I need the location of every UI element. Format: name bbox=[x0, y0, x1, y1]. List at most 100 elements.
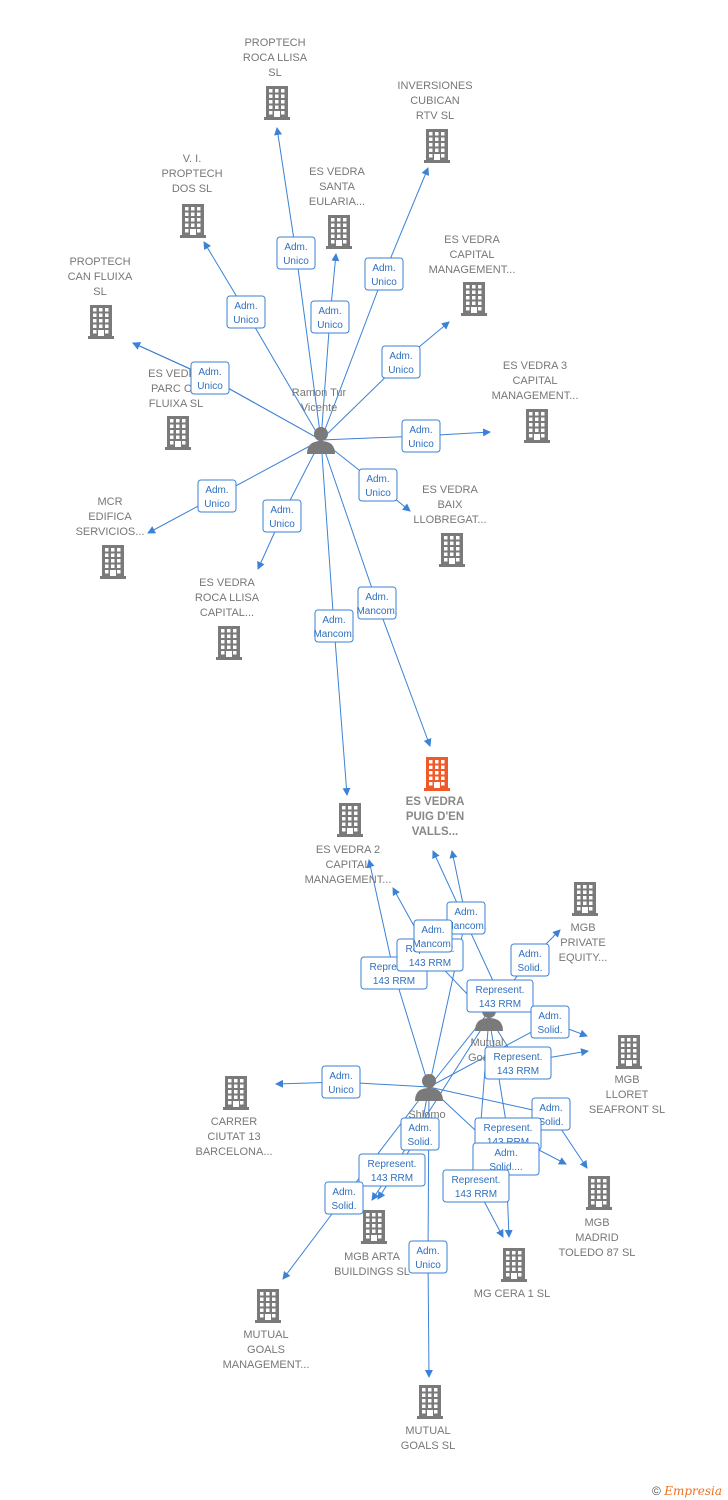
node-label: CUBICAN bbox=[410, 95, 460, 107]
building-icon bbox=[439, 533, 465, 567]
edge-label-proptech_roca[interactable]: Adm.Unico bbox=[276, 236, 316, 270]
edge-label-focal[interactable]: Adm.Mancom. bbox=[445, 901, 487, 935]
company-node-focal[interactable]: ES VEDRA PUIG D'EN VALLS... bbox=[406, 757, 465, 838]
edge-label-text: Unico bbox=[283, 256, 309, 267]
node-label: PROPTECH bbox=[244, 37, 305, 49]
edge-label-baix[interactable]: Adm.Unico bbox=[358, 468, 398, 502]
edge-label-vi_proptech[interactable]: Adm.Unico bbox=[226, 295, 266, 329]
edge-label-text: Unico bbox=[365, 488, 391, 499]
edge-label-capital_mgmt[interactable]: Adm.Unico bbox=[381, 345, 421, 379]
company-node-mcr[interactable]: MCREDIFICASERVICIOS... bbox=[76, 496, 145, 579]
node-label: PROPTECH bbox=[161, 168, 222, 180]
edge-label-mgb_private[interactable]: Adm.Solid. bbox=[510, 943, 550, 977]
edge-label-mgb_lloret[interactable]: Adm.Solid. bbox=[530, 1005, 570, 1039]
edge-label-mgb_arta[interactable]: Adm.Solid. bbox=[400, 1117, 440, 1151]
node-label: GOALS SL bbox=[401, 1440, 455, 1452]
edge-label-focal[interactable]: Represent.143 RRM bbox=[466, 979, 534, 1013]
node-label: CAPITAL bbox=[512, 375, 557, 387]
building-icon bbox=[361, 1210, 387, 1244]
edge-label-vedra3[interactable]: Adm.Unico bbox=[401, 419, 441, 453]
building-icon bbox=[616, 1035, 642, 1069]
node-label: ES VEDRA bbox=[406, 796, 465, 808]
building-icon bbox=[255, 1289, 281, 1323]
edge-label-text: Adm. bbox=[270, 505, 293, 516]
building-icon bbox=[424, 129, 450, 163]
company-node-mg_cera[interactable]: MG CERA 1 SL bbox=[474, 1248, 550, 1300]
edge-label-vedra2[interactable]: Adm.Mancom. bbox=[313, 609, 355, 643]
company-node-capital_mgmt[interactable]: ES VEDRACAPITALMANAGEMENT... bbox=[429, 234, 516, 316]
node-label: PROPTECH bbox=[69, 256, 130, 268]
edge-label-mgb_lloret[interactable]: Represent.143 RRM bbox=[484, 1046, 552, 1080]
edge-label-mutual_mgmt[interactable]: Adm.Solid. bbox=[324, 1181, 364, 1215]
brand-name: Empresia bbox=[664, 1484, 722, 1498]
building-icon bbox=[264, 86, 290, 120]
building-icon bbox=[424, 757, 450, 791]
node-label: BAIX bbox=[437, 499, 463, 511]
node-label: RTV SL bbox=[416, 110, 454, 122]
node-label: Vicente bbox=[301, 402, 338, 414]
node-label: PUIG D'EN bbox=[406, 811, 464, 823]
building-icon bbox=[337, 803, 363, 837]
building-icon bbox=[501, 1248, 527, 1282]
company-node-vedra3[interactable]: ES VEDRA 3CAPITALMANAGEMENT... bbox=[492, 360, 579, 443]
company-node-mgb_private[interactable]: MGBPRIVATEEQUITY... bbox=[559, 882, 608, 964]
company-node-santa_eularia[interactable]: ES VEDRASANTAEULARIA... bbox=[309, 166, 366, 249]
node-label: MANAGEMENT... bbox=[492, 390, 579, 402]
node-label: CAPITAL... bbox=[200, 607, 254, 619]
node-label: MCR bbox=[97, 496, 122, 508]
node-label: DOS SL bbox=[172, 183, 212, 195]
edge-label-focal[interactable]: Adm. Mancom. bbox=[356, 586, 398, 620]
node-label: VALLS... bbox=[412, 826, 458, 838]
node-label: LLORET bbox=[606, 1089, 649, 1101]
company-node-vedra2[interactable]: ES VEDRA 2CAPITALMANAGEMENT... bbox=[305, 803, 392, 886]
company-node-mutual_mgmt[interactable]: MUTUALGOALSMANAGEMENT... bbox=[223, 1289, 310, 1371]
node-label: GOALS bbox=[247, 1344, 285, 1356]
edge-label-text: Adm. bbox=[539, 1103, 562, 1114]
edge-label-mg_cera[interactable]: Adm.Solid.... bbox=[472, 1142, 540, 1176]
edge-label-text: Adm. bbox=[365, 592, 388, 603]
edge-label-text: Mancom. bbox=[412, 939, 453, 950]
edge-label-text: Represent. bbox=[494, 1052, 543, 1063]
edge-label-text: Mancom. bbox=[356, 606, 397, 617]
edge-label-mcr[interactable]: Adm.Unico bbox=[197, 479, 237, 513]
edge-label-extra[interactable]: Adm.Mancom. bbox=[412, 919, 454, 953]
node-label: EULARIA... bbox=[309, 196, 365, 208]
node-label: LLOBREGAT... bbox=[413, 514, 486, 526]
node-label: ES VEDRA bbox=[309, 166, 365, 178]
edge-label-mg_cera[interactable]: Represent.143 RRM bbox=[442, 1169, 510, 1203]
edge-label-carrer[interactable]: Adm.Unico bbox=[321, 1065, 361, 1099]
building-icon bbox=[100, 545, 126, 579]
footer-brand: © Empresia bbox=[652, 1484, 722, 1498]
edge-label-inversiones[interactable]: Adm.Unico bbox=[364, 257, 404, 291]
node-label: MGB bbox=[584, 1217, 609, 1229]
edge-label-roca_capital[interactable]: Adm.Unico bbox=[262, 499, 302, 533]
edge-label-mgb_arta[interactable]: Represent.143 RRM bbox=[358, 1153, 426, 1187]
node-label: MANAGEMENT... bbox=[429, 264, 516, 276]
edge-label-text: Adm. bbox=[329, 1071, 352, 1082]
edge-label-text: Mancom. bbox=[313, 629, 354, 640]
edge-label-text: Unico bbox=[408, 439, 434, 450]
edge-label-mutual_goals_sl[interactable]: Adm.Unico bbox=[408, 1240, 448, 1274]
node-label: CIUTAT 13 bbox=[207, 1131, 260, 1143]
node-label: EDIFICA bbox=[88, 511, 132, 523]
company-node-baix[interactable]: ES VEDRABAIXLLOBREGAT... bbox=[413, 484, 487, 567]
edge-label-can_fluixa[interactable]: Adm.Unico bbox=[190, 361, 230, 395]
edge-label-text: Unico bbox=[415, 1260, 441, 1271]
edge-label-text: Adm. bbox=[494, 1148, 517, 1159]
edge-label-santa_eularia[interactable]: Adm.Unico bbox=[310, 300, 350, 334]
edge-label-text: Adm. bbox=[408, 1123, 431, 1134]
building-icon bbox=[572, 882, 598, 916]
